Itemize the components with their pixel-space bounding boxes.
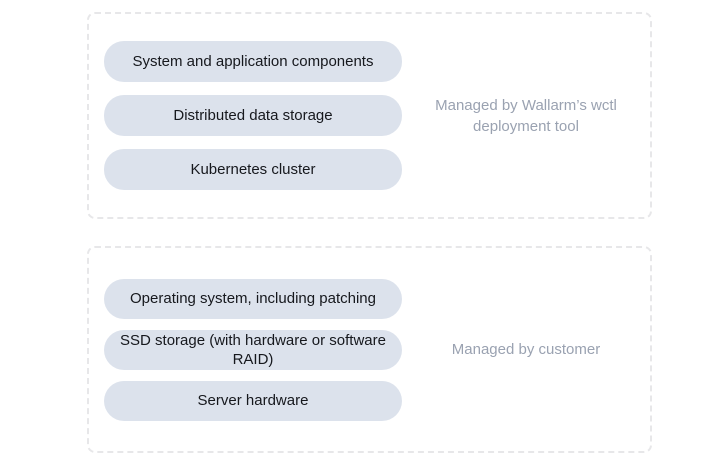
component-pill-system-and-application-components: System and application components xyxy=(104,41,402,82)
group-caption-customer-managed: Managed by customer xyxy=(402,339,650,360)
group-customer-managed-content: Operating system, including patching SSD… xyxy=(89,248,650,451)
component-pill-kubernetes-cluster: Kubernetes cluster xyxy=(104,149,402,190)
pill-stack-wallarm-managed: System and application components Distri… xyxy=(89,41,402,190)
component-pill-distributed-data-storage: Distributed data storage xyxy=(104,95,402,136)
group-caption-wallarm-managed: Managed by Wallarm’s wctl deployment too… xyxy=(402,95,650,137)
group-customer-managed: Operating system, including patching SSD… xyxy=(87,246,652,453)
group-caption-customer-managed-text: Managed by customer xyxy=(451,341,601,358)
pill-stack-customer-managed: Operating system, including patching SSD… xyxy=(89,278,402,421)
component-pill-server-hardware: Server hardware xyxy=(104,380,402,421)
group-caption-wallarm-managed-text: Managed by Wallarm’s wctl deployment too… xyxy=(435,96,617,135)
component-pill-operating-system-including-patching: Operating system, including patching xyxy=(104,278,402,319)
group-wallarm-managed-content: System and application components Distri… xyxy=(89,14,650,217)
group-wallarm-managed: System and application components Distri… xyxy=(87,12,652,219)
component-pill-ssd-storage: SSD storage (with hardware or software R… xyxy=(104,329,402,370)
